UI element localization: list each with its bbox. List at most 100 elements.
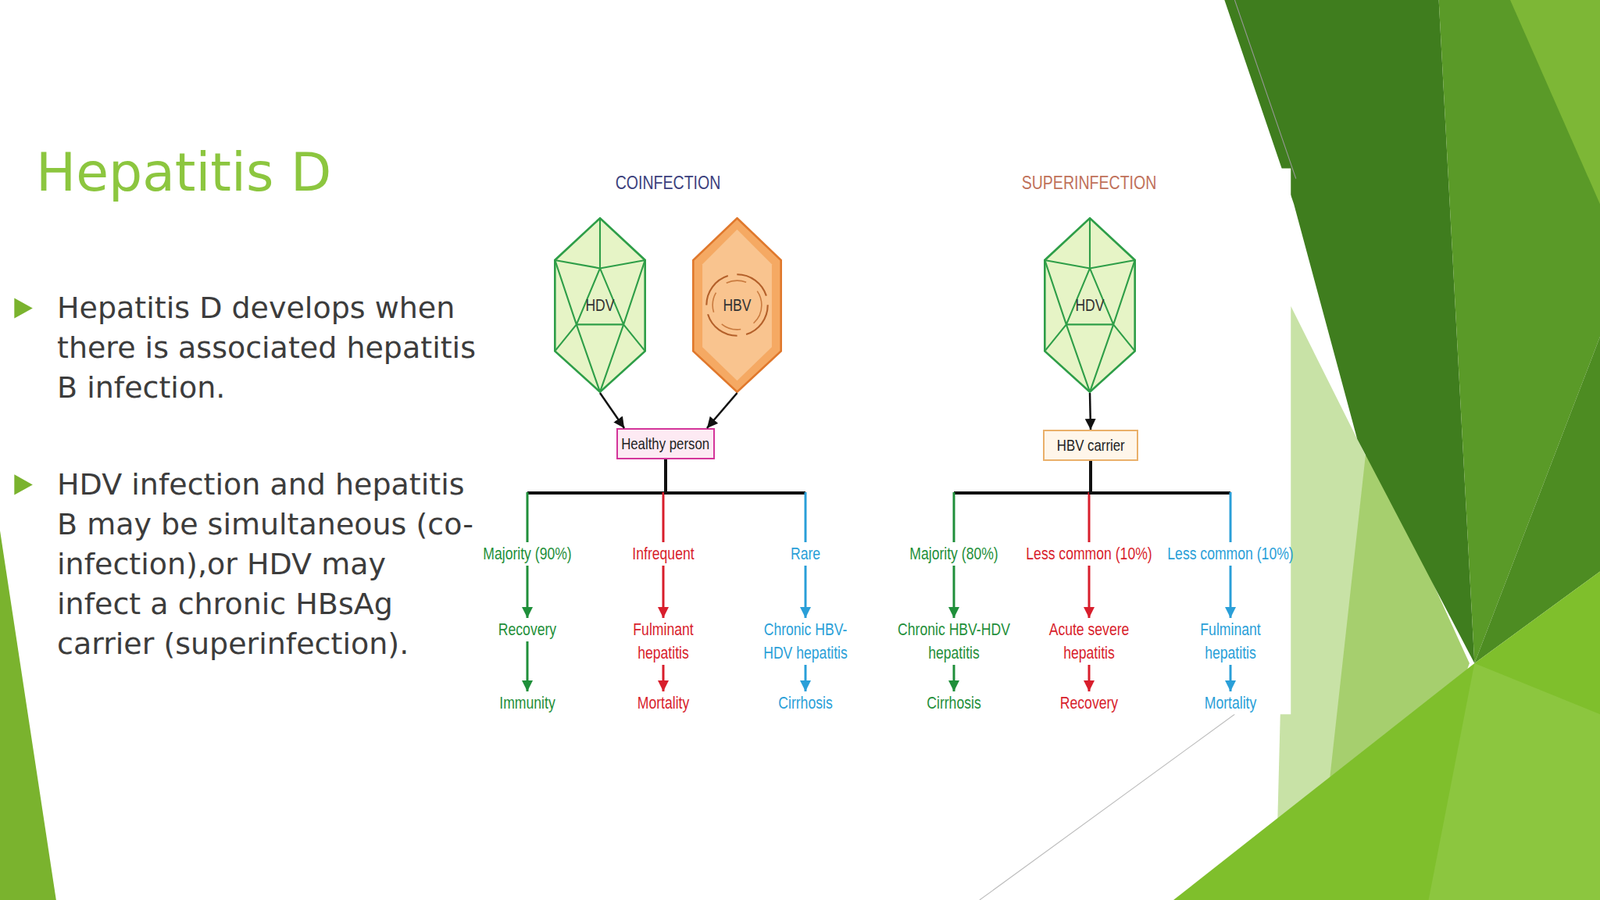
node-text: Cirrhosis	[742, 691, 868, 715]
outcome-text: Recovery	[480, 617, 575, 642]
outcome-text: Fulminant hepatitis	[616, 617, 711, 665]
node-text: Mortality	[1167, 691, 1293, 715]
node-text: Healthy person	[621, 434, 711, 454]
arrow-line	[662, 492, 665, 543]
decor-shape	[0, 530, 57, 900]
node-text: HDV	[563, 295, 637, 316]
decor-shape	[1428, 663, 1600, 900]
node-text: Rare	[736, 542, 875, 566]
bullet-text: Hepatitis D develops when there is assoc…	[57, 288, 476, 408]
arrow-line	[953, 664, 956, 692]
node-text: HBV	[701, 295, 774, 316]
outcome-text: Less common (10%)	[1161, 542, 1300, 566]
arrow-line	[804, 492, 808, 543]
arrow-line	[662, 664, 665, 692]
node-text: Cirrhosis	[891, 691, 1017, 715]
flow-arrow	[1089, 664, 1090, 692]
arrow-line	[707, 392, 738, 429]
flow-arrow	[1230, 565, 1232, 618]
outcome-text: Cirrhosis	[742, 691, 868, 715]
bullet-marker	[14, 297, 33, 318]
flow-arrow	[1230, 664, 1232, 692]
flow-arrow	[805, 664, 807, 692]
bullet-marker	[14, 474, 33, 495]
node-text: Fulminant hepatitis	[616, 617, 711, 665]
outcome-text: Majority (90%)	[458, 542, 597, 566]
arrow-line	[526, 641, 529, 692]
outcome-text: Immunity	[464, 691, 590, 715]
virus-icon: HBV	[692, 217, 783, 393]
arrow-line	[1090, 460, 1231, 493]
host-box: Healthy person	[616, 428, 715, 460]
arrow-line	[804, 565, 808, 618]
diagram-panel	[479, 168, 1291, 715]
section-heading: SUPERINFECTION	[989, 171, 1190, 194]
node-text: Chronic HBV-HDV hepatitis	[894, 617, 1014, 665]
node-text: HDV	[1053, 295, 1127, 316]
host-box: HBV carrier	[1042, 429, 1139, 461]
section-heading: COINFECTION	[568, 171, 768, 194]
bullet-text: HDV infection and hepatitis B may be sim…	[57, 464, 476, 665]
outcome-text: Rare	[736, 542, 875, 566]
arrow-line	[953, 565, 956, 618]
slide-title: Hepatitis D	[35, 146, 332, 200]
flow-arrow	[600, 392, 625, 429]
outcome-text: Majority (80%)	[885, 542, 1023, 566]
arrow-line	[1088, 664, 1091, 692]
flow-arrow	[953, 460, 1091, 543]
decor-line	[979, 714, 1236, 900]
arrow-line	[1229, 565, 1233, 618]
node-text: Chronic HBV- HDV hepatitis	[758, 617, 853, 665]
arrow-line	[526, 565, 529, 618]
arrow-line	[1089, 392, 1091, 430]
outcome-text: Cirrhosis	[891, 691, 1017, 715]
arrow-line	[1089, 460, 1091, 493]
arrow-line	[663, 459, 666, 493]
arrow-line	[665, 459, 806, 493]
flow-arrow	[527, 641, 529, 692]
node-text: Majority (80%)	[885, 542, 1023, 566]
decor-shape	[1510, 0, 1600, 204]
outcome-text: Mortality	[1167, 691, 1293, 715]
outcome-text: Chronic HBV- HDV hepatitis	[758, 617, 853, 665]
outcome-text: Fulminant hepatitis	[1183, 617, 1278, 665]
flow-arrow	[663, 664, 665, 692]
flow-arrow	[1089, 565, 1090, 618]
node-text: Mortality	[600, 691, 726, 715]
arrow-line	[1229, 664, 1233, 692]
node-text: Majority (90%)	[458, 542, 597, 566]
node-text: Less common (10%)	[1020, 542, 1158, 566]
node-text: Acute severe hepatitis	[1042, 617, 1136, 665]
node-text: Recovery	[480, 617, 575, 642]
outcome-text: Chronic HBV-HDV hepatitis	[894, 617, 1014, 665]
outcome-text: Recovery	[1026, 691, 1152, 715]
flow-arrow	[527, 459, 666, 543]
outcome-text: Acute severe hepatitis	[1042, 617, 1136, 665]
arrow-line	[804, 664, 808, 692]
arrow-line	[600, 392, 625, 429]
flow-arrow	[1089, 460, 1091, 543]
decor-line	[1234, 0, 1296, 179]
flow-arrow	[707, 392, 738, 429]
flow-arrow	[805, 565, 807, 618]
arrow-line	[1229, 492, 1233, 543]
arrow-line	[526, 492, 529, 543]
node-text: Infrequent	[594, 542, 733, 566]
arrow-line	[953, 492, 956, 543]
node-text: HBV carrier	[1057, 435, 1125, 455]
virus-icon: HDV	[1043, 217, 1136, 393]
flow-arrow	[527, 565, 529, 618]
decor-shape	[1439, 0, 1600, 664]
arrow-line	[953, 460, 1091, 493]
virus-icon: HDV	[553, 217, 647, 393]
arrow-line	[1088, 565, 1091, 618]
outcome-text: Infrequent	[594, 542, 733, 566]
arrow-line	[1088, 492, 1091, 543]
arrow-line	[527, 459, 666, 493]
flow-arrow	[1090, 460, 1231, 543]
flow-arrow	[665, 459, 806, 543]
arrow-line	[662, 565, 665, 618]
flow-arrow	[1089, 392, 1091, 430]
